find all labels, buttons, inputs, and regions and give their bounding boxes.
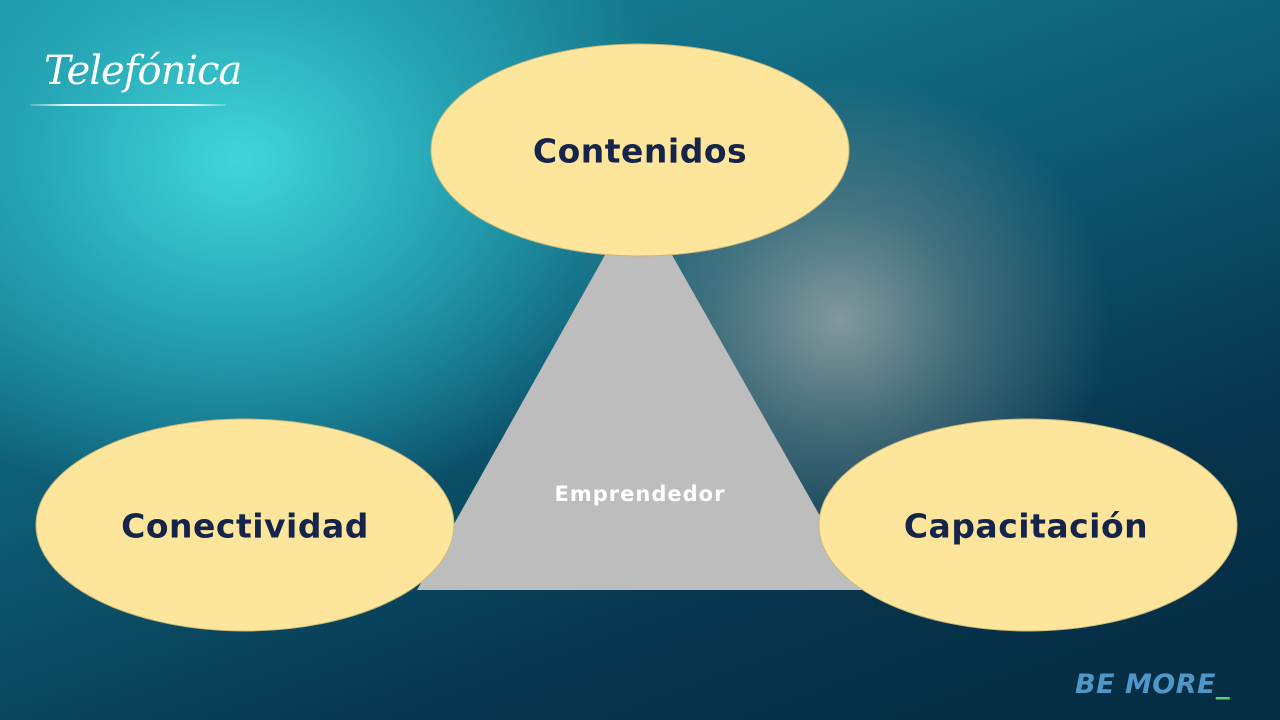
node-right-label: Capacitación <box>903 506 1149 546</box>
node-left-label: Conectividad <box>121 506 369 546</box>
tagline-underscore: _ <box>1216 669 1230 700</box>
node-top-ellipse <box>430 43 850 257</box>
telefonica-logo: Telefónica <box>30 48 242 110</box>
be-more-tagline: BE MORE_ <box>1075 669 1230 700</box>
center-triangle <box>417 255 862 590</box>
node-right-ellipse <box>818 418 1238 632</box>
node-left-ellipse <box>35 418 455 632</box>
tagline-text: BE MORE <box>1075 669 1216 700</box>
center-label: Emprendedor <box>554 482 726 506</box>
logo-wordmark: Telefónica <box>44 48 242 94</box>
node-top-label: Contenidos <box>532 131 748 171</box>
logo-underline <box>30 104 226 106</box>
